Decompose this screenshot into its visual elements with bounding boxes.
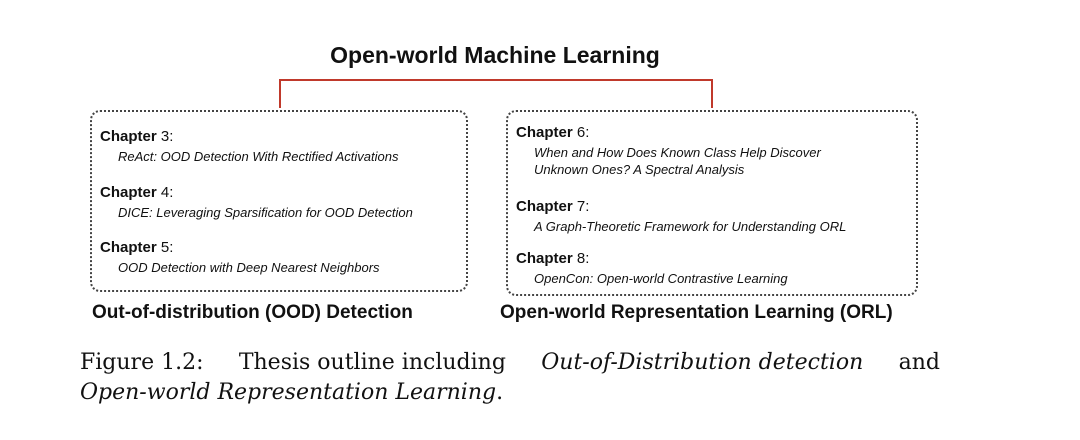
caption-suffix: . [496, 380, 504, 405]
chapter-number: 3: [160, 128, 174, 145]
ood-detection-box: Chapter 3: ReAct: OOD Detection With Rec… [90, 110, 468, 292]
chapter-3: Chapter 3: ReAct: OOD Detection With Rec… [100, 128, 398, 165]
chapter-word: Chapter [100, 184, 157, 201]
chapter-number: 6: [576, 124, 590, 141]
chapter-title: A Graph-Theoretic Framework for Understa… [534, 219, 847, 234]
chapter-5: Chapter 5: OOD Detection with Deep Neare… [100, 239, 380, 276]
diagram-title: Open-world Machine Learning [330, 42, 660, 68]
chapter-word: Chapter [100, 128, 157, 145]
chapter-title: DICE: Leveraging Sparsification for OOD … [118, 205, 413, 220]
chapter-title: OOD Detection with Deep Nearest Neighbor… [118, 260, 380, 275]
chapter-7: Chapter 7: A Graph-Theoretic Framework f… [516, 198, 846, 235]
chapter-number: 4: [160, 184, 174, 201]
ood-detection-label: Out-of-distribution (OOD) Detection [92, 302, 413, 323]
caption-emphasis1: Out-of-Distribution detection [541, 350, 864, 375]
chapter-word: Chapter [516, 124, 573, 141]
orl-box: Chapter 6: When and How Does Known Class… [506, 110, 918, 296]
caption-text2: and [898, 350, 940, 375]
chapter-number: 7: [576, 198, 590, 215]
caption-text1: Thesis outline including [238, 350, 506, 375]
chapter-title: OpenCon: Open-world Contrastive Learning [534, 271, 788, 286]
chapter-word: Chapter [516, 198, 573, 215]
chapter-number: 8: [576, 250, 590, 267]
orl-label: Open-world Representation Learning (ORL) [500, 302, 893, 323]
chapter-6: Chapter 6: When and How Does Known Class… [516, 124, 821, 178]
chapter-title: ReAct: OOD Detection With Rectified Acti… [118, 149, 399, 164]
caption-emphasis2: Open-world Representation Learning [80, 380, 497, 405]
chapter-number: 5: [160, 239, 174, 256]
chapter-title-line2: Unknown Ones? A Spectral Analysis [534, 162, 745, 177]
caption-prefix: Figure 1.2: [80, 350, 204, 375]
title-to-boxes-connector [279, 79, 713, 108]
figure-caption: Figure 1.2: Thesis outline including Out… [80, 348, 940, 408]
chapter-4: Chapter 4: DICE: Leveraging Sparsificati… [100, 184, 413, 221]
chapter-word: Chapter [100, 239, 157, 256]
chapter-word: Chapter [516, 250, 573, 267]
chapter-title-line1: When and How Does Known Class Help Disco… [534, 145, 821, 160]
chapter-8: Chapter 8: OpenCon: Open-world Contrasti… [516, 250, 788, 287]
